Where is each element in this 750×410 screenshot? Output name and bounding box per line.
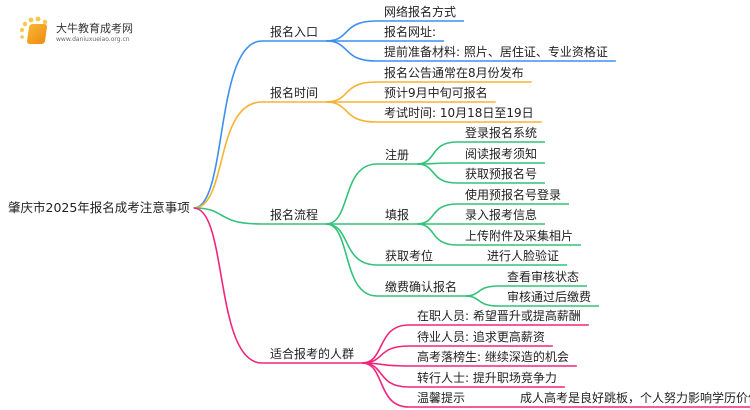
logo-sun-icon	[20, 16, 48, 39]
people-item: 待业人员: 追求更高薪资	[417, 330, 545, 344]
people-item: 温馨提示	[417, 391, 466, 405]
branch-entry: 报名入口	[270, 25, 319, 39]
connector-line	[416, 223, 458, 246]
process-substep: 查看审核状态	[507, 270, 580, 284]
connector-line	[416, 141, 458, 165]
connector-line	[361, 362, 410, 408]
connector-line	[326, 20, 377, 42]
process-step: 注册	[385, 148, 410, 162]
connector-line	[325, 223, 378, 297]
connector-line	[325, 163, 378, 225]
connector-line	[416, 203, 458, 225]
tip-text: 成人高考是良好跳板，个人努力影响学历价值	[520, 391, 750, 405]
process-substep: 录入报考信息	[465, 208, 538, 222]
root-topic: 肇庆市2025年报名成考注意事项	[8, 200, 190, 215]
entry-item: 提前准备材料: 照片、居住证、专业资格证	[384, 45, 608, 59]
connector-line	[193, 207, 263, 364]
logo-name: 大牛教育成考网	[56, 22, 133, 35]
process-step: 获取考位	[385, 249, 434, 263]
logo: 大牛教育成考网 www.daniuxueiao.org.cn	[18, 16, 158, 46]
connector-line	[326, 81, 377, 103]
connector-line	[362, 345, 410, 364]
connector-line	[361, 324, 410, 364]
entry-item: 网络报名方式	[384, 5, 457, 19]
connector-line	[326, 101, 377, 123]
process-step: 填报	[385, 208, 410, 222]
connector-line	[465, 285, 500, 297]
process-step: 缴费确认报名	[385, 280, 458, 294]
process-substep: 审核通过后缴费	[507, 290, 592, 304]
connector-line	[416, 163, 458, 184]
time-item: 预计9月中旬可报名	[384, 86, 488, 100]
process-substep: 进行人脸验证	[487, 249, 560, 263]
branch-time: 报名时间	[270, 86, 319, 100]
people-item: 转行人士: 提升职场竞争力	[417, 371, 557, 385]
process-substep: 登录报名系统	[465, 126, 538, 140]
time-item: 考试时间: 10月18日至19日	[384, 106, 534, 120]
process-substep: 阅读报考须知	[465, 147, 538, 161]
branch-process: 报名流程	[270, 208, 319, 222]
connector-line	[193, 40, 263, 209]
process-substep: 获取预报名号	[465, 167, 538, 181]
connector-line	[193, 101, 263, 209]
process-substep: 使用预报名号登录	[465, 188, 562, 202]
connector-line	[193, 207, 263, 225]
logo-url: www.daniuxueiao.org.cn	[56, 36, 130, 43]
connector-line	[417, 162, 458, 165]
entry-item: 报名网址:	[384, 25, 437, 39]
people-item: 高考落榜生: 继续深造的机会	[417, 350, 569, 364]
connector-line	[465, 295, 500, 307]
time-item: 报名公告通常在8月份发布	[384, 66, 524, 80]
connector-line	[326, 40, 377, 62]
process-substep: 上传附件及采集相片	[465, 229, 574, 243]
branch-people: 适合报考的人群	[270, 347, 355, 361]
connector-line	[325, 223, 378, 266]
people-item: 在职人员: 希望晋升或提高薪酬	[417, 309, 581, 323]
